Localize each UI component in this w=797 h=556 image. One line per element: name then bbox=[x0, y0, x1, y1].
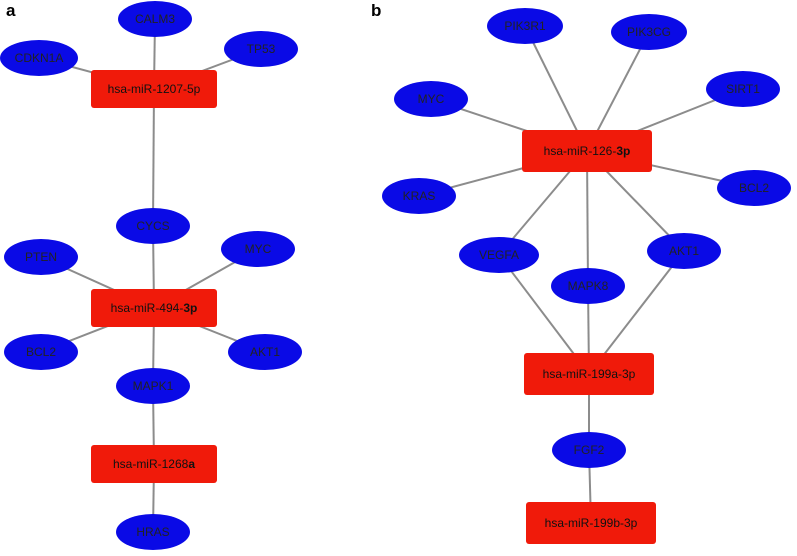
gene-ellipse bbox=[552, 432, 626, 468]
gene-ellipse bbox=[116, 208, 190, 244]
gene-node-b-bcl2[interactable]: BCL2 bbox=[717, 170, 791, 206]
gene-label: MAPK1 bbox=[133, 379, 174, 393]
gene-node-a-bcl2[interactable]: BCL2 bbox=[4, 334, 78, 370]
mirna-label-main: hsa-miR-199b-3p bbox=[545, 516, 638, 530]
gene-node-b-sirt1[interactable]: SIRT1 bbox=[706, 71, 780, 107]
gene-ellipse bbox=[394, 81, 468, 117]
panel-label-b: b bbox=[371, 1, 381, 20]
gene-label: TP53 bbox=[247, 42, 276, 56]
gene-label: BCL2 bbox=[26, 345, 56, 359]
gene-ellipse bbox=[116, 368, 190, 404]
gene-label: FGF2 bbox=[574, 443, 605, 457]
gene-label: AKT1 bbox=[669, 244, 699, 258]
mirna-label: hsa-miR-126-3p bbox=[544, 144, 631, 158]
gene-node-b-myc[interactable]: MYC bbox=[394, 81, 468, 117]
gene-node-a-hras[interactable]: HRAS bbox=[116, 514, 190, 550]
mirna-label-main: hsa-miR-494- bbox=[111, 301, 184, 315]
mirna-box bbox=[91, 70, 217, 108]
edge-a-m1207-a-cycs bbox=[152, 88, 155, 227]
gene-ellipse bbox=[551, 268, 625, 304]
gene-ellipse bbox=[4, 334, 78, 370]
gene-label: CDKN1A bbox=[15, 51, 64, 65]
gene-node-a-pten[interactable]: PTEN bbox=[4, 239, 78, 275]
mirna-label-main: hsa-miR-199a-3p bbox=[543, 367, 636, 381]
gene-ellipse bbox=[118, 1, 192, 37]
gene-label: MYC bbox=[418, 92, 445, 106]
gene-node-a-myc[interactable]: MYC bbox=[221, 231, 295, 267]
mirna-label-main: hsa-miR-1268 bbox=[113, 457, 189, 471]
mirna-label-main: hsa-miR-1207-5p bbox=[108, 82, 201, 96]
gene-node-a-cdkn1a[interactable]: CDKN1A bbox=[0, 40, 78, 76]
gene-ellipse bbox=[717, 170, 791, 206]
gene-ellipse bbox=[221, 231, 295, 267]
mirna-node-b-m199a[interactable]: hsa-miR-199a-3p bbox=[524, 353, 654, 395]
mirna-label: hsa-miR-199b-3p bbox=[545, 516, 638, 530]
mirna-box bbox=[526, 502, 656, 544]
gene-ellipse bbox=[706, 71, 780, 107]
gene-node-b-mapk8[interactable]: MAPK8 bbox=[551, 268, 625, 304]
mirna-box bbox=[91, 445, 217, 483]
mirna-node-a-m494[interactable]: hsa-miR-494-3p bbox=[91, 289, 217, 327]
mirna-label-suffix: a bbox=[188, 457, 195, 471]
gene-label: AKT1 bbox=[250, 345, 280, 359]
gene-node-a-mapk1[interactable]: MAPK1 bbox=[116, 368, 190, 404]
gene-label: MYC bbox=[245, 242, 272, 256]
gene-label: SIRT1 bbox=[726, 82, 760, 96]
mirna-label-main: hsa-miR-126- bbox=[544, 144, 617, 158]
gene-ellipse bbox=[647, 233, 721, 269]
gene-ellipse bbox=[4, 239, 78, 275]
gene-node-a-akt1[interactable]: AKT1 bbox=[228, 334, 302, 370]
gene-label: PIK3R1 bbox=[504, 19, 546, 33]
mirna-label: hsa-miR-1268a bbox=[113, 457, 195, 471]
gene-node-b-pik3cg[interactable]: PIK3CG bbox=[611, 14, 687, 50]
gene-label: BCL2 bbox=[739, 181, 769, 195]
gene-label: KRAS bbox=[403, 189, 436, 203]
mirna-label-suffix: 3p bbox=[616, 144, 630, 158]
gene-label: CYCS bbox=[136, 219, 169, 233]
gene-ellipse bbox=[116, 514, 190, 550]
mirna-label: hsa-miR-1207-5p bbox=[108, 82, 201, 96]
gene-label: PIK3CG bbox=[627, 25, 671, 39]
mirna-label-suffix: 3p bbox=[183, 301, 197, 315]
gene-ellipse bbox=[382, 178, 456, 214]
gene-node-a-calm3[interactable]: CALM3 bbox=[118, 1, 192, 37]
gene-label: HRAS bbox=[136, 525, 169, 539]
gene-node-b-akt1[interactable]: AKT1 bbox=[647, 233, 721, 269]
gene-label: MAPK8 bbox=[568, 279, 609, 293]
gene-label: PTEN bbox=[25, 250, 57, 264]
gene-ellipse bbox=[0, 40, 78, 76]
mirna-node-b-m199b[interactable]: hsa-miR-199b-3p bbox=[526, 502, 656, 544]
gene-ellipse bbox=[228, 334, 302, 370]
mirna-box bbox=[91, 289, 217, 327]
gene-ellipse bbox=[224, 31, 298, 67]
gene-ellipse bbox=[487, 8, 563, 44]
mirna-node-b-m126[interactable]: hsa-miR-126-3p bbox=[522, 130, 652, 172]
gene-ellipse bbox=[459, 237, 539, 273]
gene-node-b-kras[interactable]: KRAS bbox=[382, 178, 456, 214]
mirna-label: hsa-miR-494-3p bbox=[111, 301, 198, 315]
gene-node-b-pik3r1[interactable]: PIK3R1 bbox=[487, 8, 563, 44]
gene-ellipse bbox=[611, 14, 687, 50]
panel-label-a: a bbox=[6, 1, 16, 20]
edge-b-m126-b-mapk8 bbox=[586, 150, 589, 287]
mirna-node-a-m1268[interactable]: hsa-miR-1268a bbox=[91, 445, 217, 483]
gene-label: VEGFA bbox=[479, 248, 519, 262]
gene-label: CALM3 bbox=[135, 12, 175, 26]
mirna-box bbox=[522, 130, 652, 172]
gene-node-b-fgf2[interactable]: FGF2 bbox=[552, 432, 626, 468]
gene-node-a-cycs[interactable]: CYCS bbox=[116, 208, 190, 244]
gene-node-b-vegfa[interactable]: VEGFA bbox=[459, 237, 539, 273]
mirna-label: hsa-miR-199a-3p bbox=[543, 367, 636, 381]
mirna-box bbox=[524, 353, 654, 395]
gene-node-a-tp53[interactable]: TP53 bbox=[224, 31, 298, 67]
mirna-node-a-m1207[interactable]: hsa-miR-1207-5p bbox=[91, 70, 217, 108]
